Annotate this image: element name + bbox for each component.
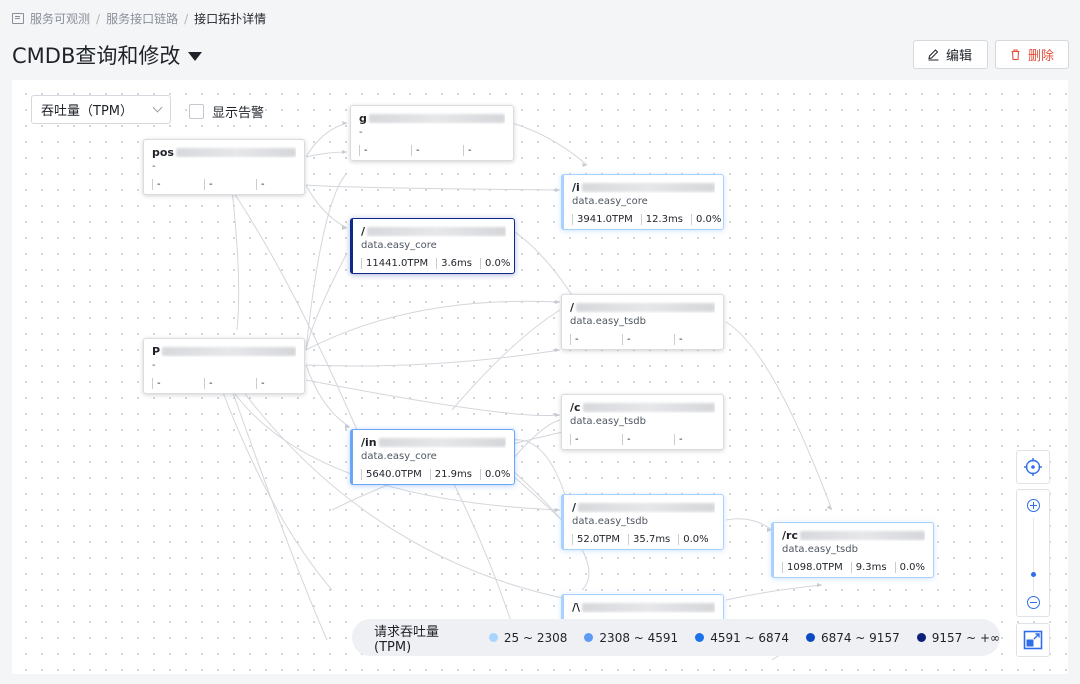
node-subtitle: data.easy_core [572, 196, 648, 207]
legend-item: 2308 ~ 4591 [584, 631, 678, 645]
legend-dot [695, 633, 705, 642]
node-title: P [152, 345, 296, 357]
metric-select[interactable]: 吞吐量（TPM） [31, 95, 171, 124]
edit-button-label: 编辑 [946, 49, 973, 64]
breadcrumb-item-service-chain[interactable]: 服务接口链路 [106, 12, 179, 26]
legend-item: 4591 ~ 6874 [695, 631, 789, 645]
legend-dot [805, 633, 815, 642]
chevron-down-icon [152, 102, 163, 113]
locate-button[interactable] [1016, 450, 1050, 484]
node-title: /\ [572, 601, 715, 613]
node-title: / [570, 301, 715, 313]
legend-dot [584, 633, 594, 642]
node-stats: --- [152, 378, 296, 389]
trash-icon [1011, 49, 1020, 61]
legend-item: 6874 ~ 9157 [805, 631, 900, 645]
topology-node[interactable]: / data.easy_tsdb --- [561, 294, 724, 350]
topology-node[interactable]: P - --- [143, 338, 305, 394]
topology-node[interactable]: /c data.easy_tsdb --- [561, 394, 724, 450]
topology-canvas[interactable]: 吞吐量（TPM） 显示告警 pos - --- g - --- / data.e… [12, 80, 1068, 674]
node-title: pos [152, 146, 296, 158]
edit-button[interactable]: 编辑 [913, 40, 988, 69]
page-title-dropdown[interactable]: CMDB查询和修改 [12, 40, 203, 70]
zoom-out-icon[interactable] [1027, 596, 1040, 609]
node-subtitle: - [359, 127, 363, 138]
zoom-in-icon[interactable] [1027, 499, 1040, 512]
node-stats: --- [570, 334, 715, 345]
node-stats: --- [570, 434, 715, 445]
topology-node[interactable]: pos - --- [143, 139, 305, 195]
node-title: /in [361, 436, 506, 448]
fit-view-icon [1023, 630, 1043, 650]
node-subtitle: data.easy_tsdb [572, 516, 648, 527]
zoom-control[interactable] [1016, 489, 1050, 617]
show-alert-label: 显示告警 [212, 106, 265, 121]
node-title: / [572, 501, 715, 513]
zoom-slider-handle[interactable] [1031, 572, 1036, 577]
breadcrumb: 服务可观测 / 服务接口链路 / 接口拓扑详情 [12, 10, 266, 27]
node-subtitle: - [152, 360, 156, 371]
legend-dot [488, 633, 498, 642]
legend-title: 请求吞吐量(TPM) [374, 624, 440, 655]
zoom-slider-track[interactable] [1033, 518, 1034, 592]
node-title: /rc [782, 529, 925, 541]
node-subtitle: data.easy_core [361, 451, 437, 462]
breadcrumb-separator: / [184, 11, 189, 26]
show-alert-toggle[interactable]: 显示告警 [189, 102, 264, 121]
page-title: CMDB查询和修改 [12, 44, 181, 68]
node-title: g [359, 112, 505, 124]
legend-item: 25 ~ 2308 [488, 631, 567, 645]
locate-icon [1024, 458, 1042, 476]
node-title: /i [572, 181, 715, 193]
node-subtitle: - [152, 161, 156, 172]
node-stats: --- [152, 179, 296, 190]
service-icon [12, 13, 24, 24]
throughput-legend: 请求吞吐量(TPM) 25 ~ 2308 2308 ~ 4591 4591 ~ … [352, 619, 1000, 656]
fit-view-button[interactable] [1016, 623, 1050, 657]
delete-button-label: 删除 [1028, 49, 1055, 64]
breadcrumb-separator: / [96, 11, 101, 26]
pencil-icon [928, 49, 939, 61]
legend-item: 9157 ~ +∞ [916, 631, 1000, 645]
node-stats: --- [359, 145, 505, 156]
breadcrumb-item-current: 接口拓扑详情 [194, 12, 267, 26]
node-title: / [361, 225, 506, 237]
breadcrumb-item-observability[interactable]: 服务可观测 [30, 12, 91, 26]
topology-node[interactable]: g - --- [350, 105, 514, 161]
node-subtitle: data.easy_tsdb [782, 544, 858, 555]
node-subtitle: data.easy_tsdb [570, 316, 646, 327]
legend-dot [916, 633, 926, 642]
show-alert-checkbox[interactable] [189, 104, 204, 119]
node-title: /c [570, 401, 715, 413]
caret-down-icon[interactable] [188, 51, 203, 61]
node-subtitle: data.easy_tsdb [570, 416, 646, 427]
delete-button[interactable]: 删除 [995, 40, 1069, 69]
node-subtitle: data.easy_core [361, 240, 437, 251]
metric-select-value: 吞吐量（TPM） [41, 104, 133, 119]
